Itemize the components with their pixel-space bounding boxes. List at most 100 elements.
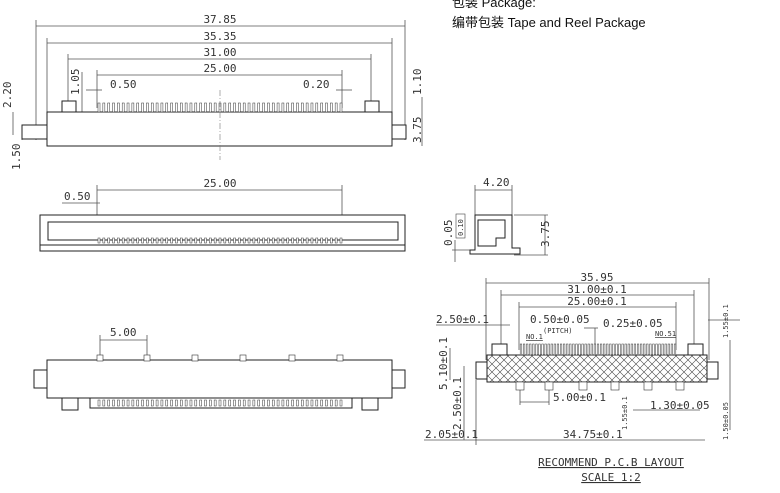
dim-25-00: 25.00 bbox=[203, 62, 236, 75]
pin bbox=[603, 343, 606, 356]
pin bbox=[126, 237, 130, 244]
pin bbox=[97, 237, 101, 244]
pin bbox=[563, 343, 566, 356]
pin bbox=[330, 399, 333, 407]
pin bbox=[97, 399, 101, 407]
pin bbox=[633, 343, 637, 356]
side-dim-0-05: 0.05 bbox=[442, 220, 455, 247]
pin bbox=[242, 102, 246, 113]
pin bbox=[165, 102, 169, 113]
pin bbox=[112, 102, 115, 113]
pin bbox=[175, 399, 178, 407]
front-view: 25.00 0.50 bbox=[39, 177, 406, 252]
pin bbox=[136, 102, 139, 113]
pin bbox=[523, 343, 526, 356]
pin bbox=[569, 343, 572, 356]
dim-0-20: 0.20 bbox=[303, 78, 330, 91]
pin bbox=[305, 237, 309, 244]
pin bbox=[146, 237, 149, 244]
pin bbox=[121, 102, 125, 113]
side-dim-4-20: 4.20 bbox=[483, 176, 510, 189]
pin bbox=[199, 399, 202, 407]
pin bbox=[257, 399, 260, 407]
pin bbox=[194, 102, 198, 113]
pin bbox=[584, 343, 587, 356]
pin bbox=[252, 102, 256, 113]
pin bbox=[267, 102, 270, 113]
solder-tab bbox=[191, 354, 199, 362]
pin bbox=[180, 399, 183, 407]
pin bbox=[97, 102, 101, 113]
pcb-layout: 35.95 31.00±0.1 25.00±0.1 2.50±0.1 0.50±… bbox=[424, 271, 740, 484]
pin bbox=[209, 102, 212, 113]
pin bbox=[559, 343, 563, 356]
pin bbox=[170, 237, 173, 244]
tab-pad bbox=[610, 381, 620, 391]
pin bbox=[102, 102, 106, 113]
pin bbox=[121, 237, 125, 244]
pin bbox=[339, 102, 343, 113]
pin bbox=[334, 399, 338, 407]
pin bbox=[146, 102, 149, 113]
side-view: 4.20 0.05 0.10 3.75 bbox=[442, 176, 552, 262]
pin bbox=[550, 343, 553, 356]
pin bbox=[615, 343, 618, 356]
pin bbox=[213, 237, 217, 244]
pin bbox=[325, 102, 328, 113]
bottom-view: 5.00 bbox=[33, 326, 406, 411]
pin bbox=[291, 399, 294, 407]
pin bbox=[310, 237, 314, 244]
pcb-dim-pin-span: 25.00±0.1 bbox=[567, 295, 627, 308]
pin bbox=[581, 343, 584, 356]
pin bbox=[276, 399, 280, 407]
pin bbox=[286, 102, 290, 113]
pin bbox=[165, 237, 169, 244]
pin bbox=[640, 343, 643, 356]
pin bbox=[621, 343, 624, 356]
pin bbox=[267, 399, 270, 407]
pin bbox=[291, 237, 294, 244]
pin bbox=[180, 237, 183, 244]
pin bbox=[661, 343, 664, 356]
pin bbox=[112, 237, 115, 244]
pin bbox=[276, 102, 280, 113]
pin bbox=[247, 399, 251, 407]
dim-1-05: 1.05 bbox=[69, 69, 82, 96]
pin bbox=[271, 102, 275, 113]
pin bbox=[238, 102, 241, 113]
pin bbox=[228, 399, 231, 407]
pin bbox=[532, 343, 535, 356]
pin bbox=[572, 343, 575, 356]
pin bbox=[141, 237, 144, 244]
pin bbox=[131, 102, 135, 113]
pin bbox=[107, 399, 110, 407]
package-heading: 包装 Package: bbox=[452, 0, 536, 10]
pin bbox=[189, 399, 193, 407]
pin bbox=[575, 343, 578, 356]
pin bbox=[305, 399, 309, 407]
pin bbox=[566, 343, 569, 356]
pin bbox=[310, 102, 314, 113]
tab-pad bbox=[515, 381, 525, 391]
pin bbox=[587, 343, 590, 356]
pin bbox=[213, 102, 217, 113]
pin bbox=[281, 102, 285, 113]
pin bbox=[529, 343, 532, 356]
pin bbox=[141, 399, 144, 407]
pin bbox=[271, 399, 275, 407]
pin bbox=[301, 399, 304, 407]
pin bbox=[126, 399, 130, 407]
pcb-dim-tab-len: 1.55±0.1 bbox=[621, 396, 629, 430]
dim-3-75: 3.75 bbox=[411, 117, 424, 144]
pin bbox=[213, 399, 217, 407]
pin bbox=[667, 343, 670, 356]
pin-51-label: NO.51 bbox=[655, 330, 676, 338]
pin bbox=[315, 237, 319, 244]
pin bbox=[257, 102, 260, 113]
pin bbox=[117, 399, 120, 407]
pin bbox=[204, 102, 207, 113]
pin bbox=[247, 102, 251, 113]
tab-pad bbox=[643, 381, 653, 391]
pin bbox=[526, 343, 529, 356]
